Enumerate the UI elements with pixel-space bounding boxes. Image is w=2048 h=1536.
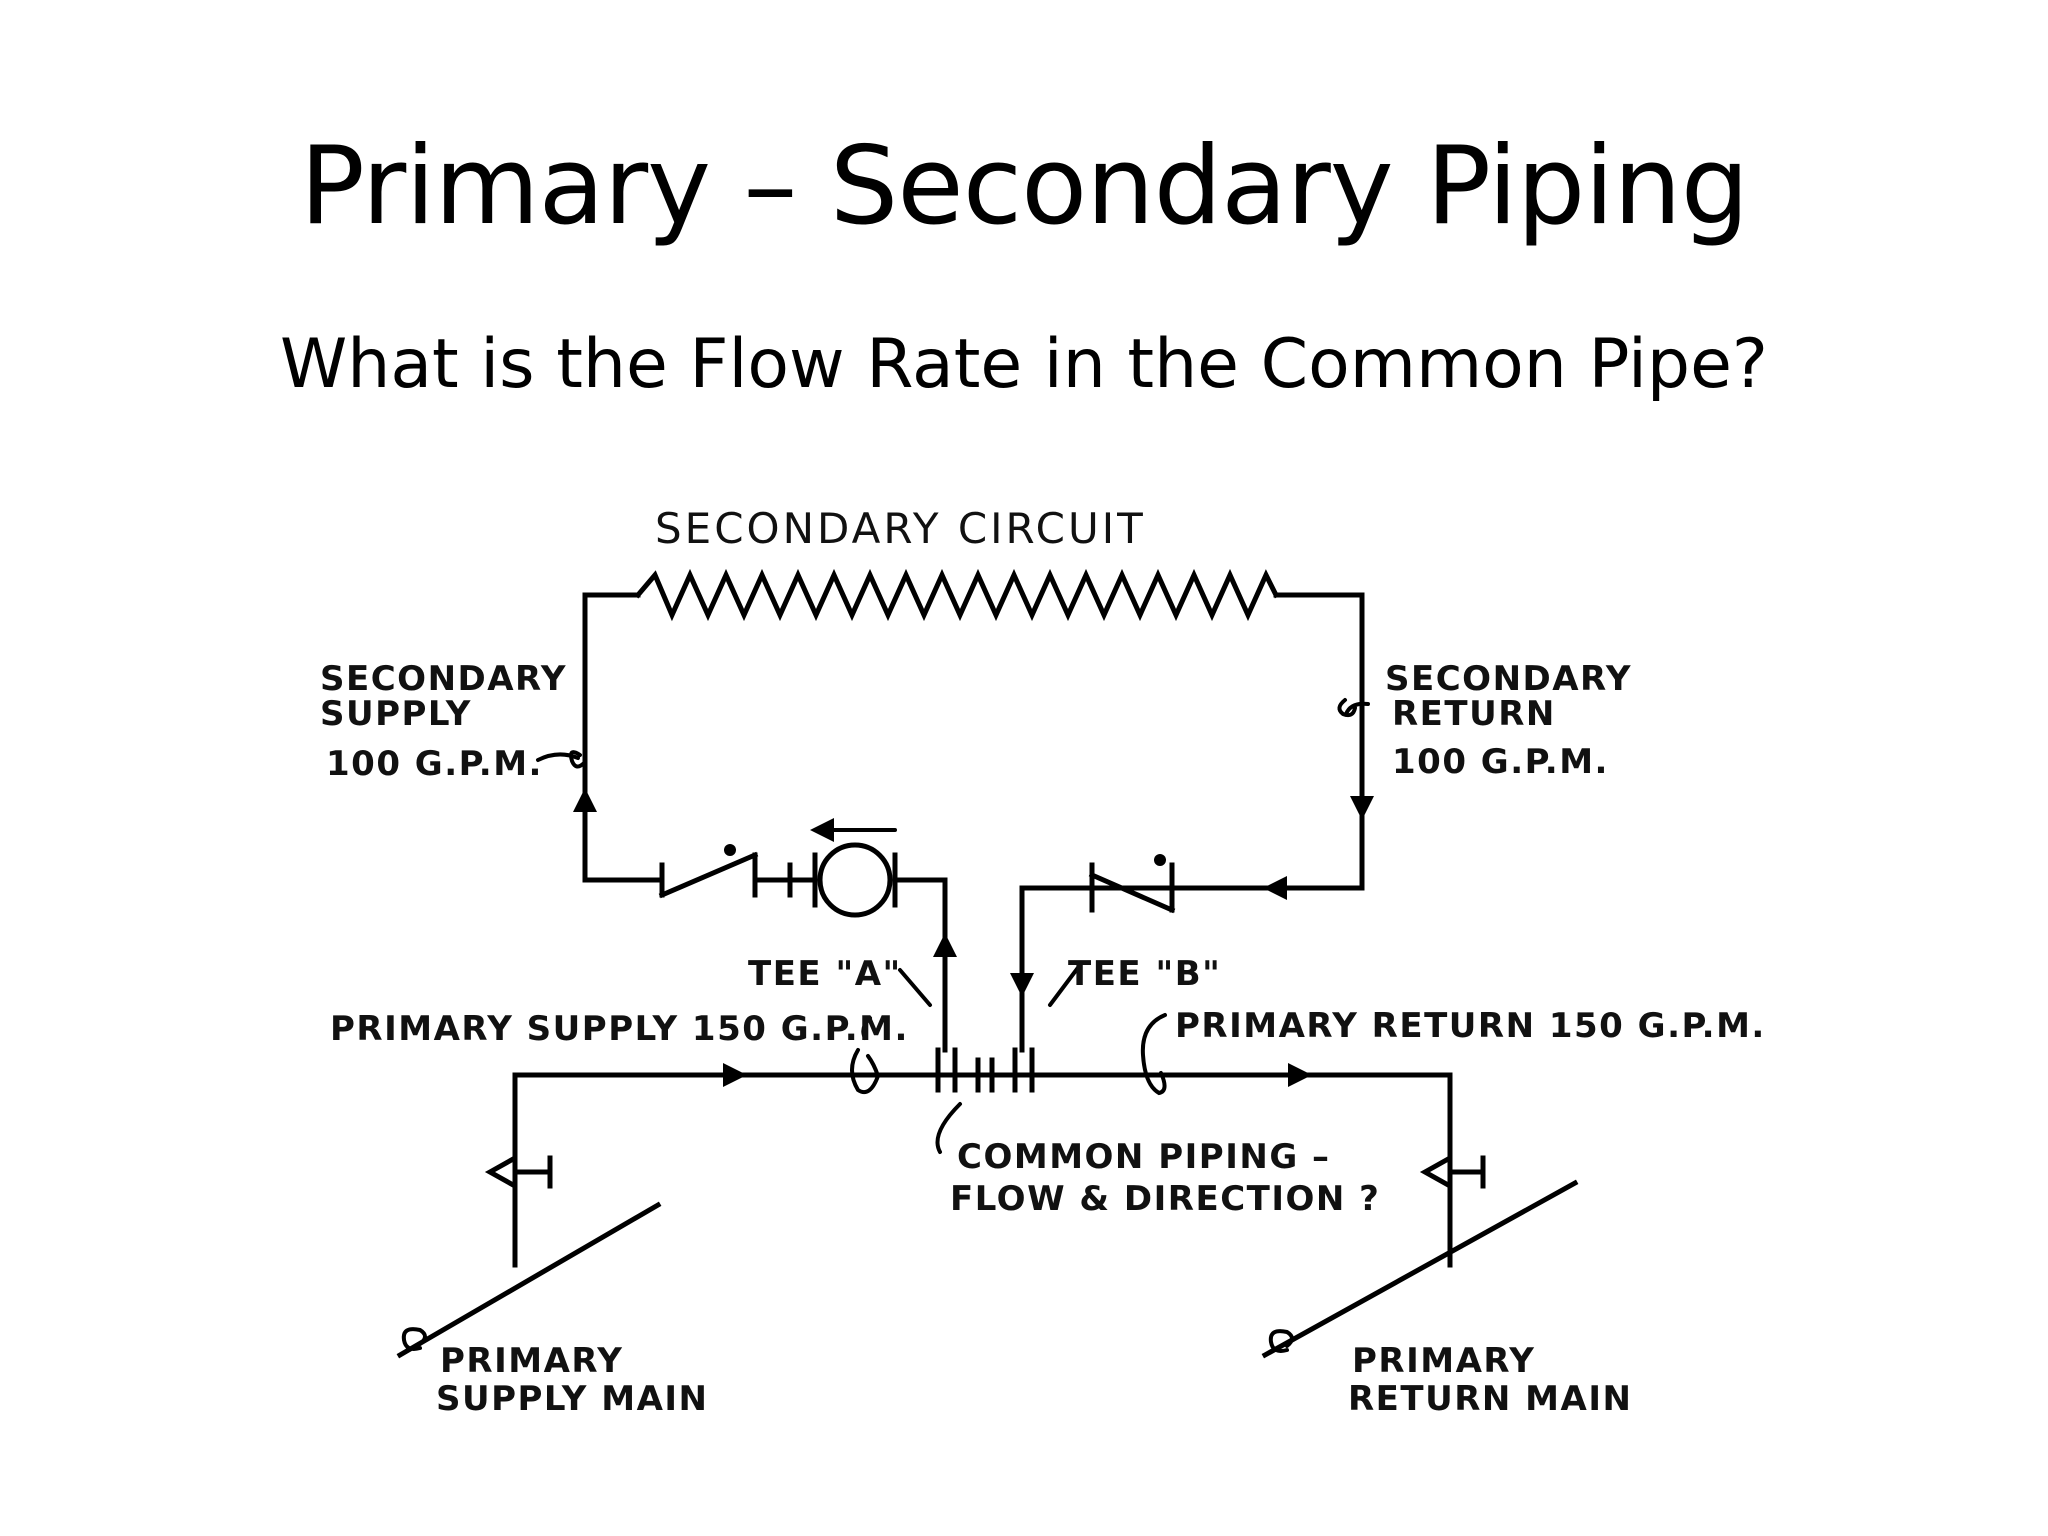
tee-b-label: TEE "B" bbox=[1068, 954, 1221, 994]
check-valve-left bbox=[658, 844, 793, 899]
primary-return-main-label-2: RETURN MAIN bbox=[1348, 1379, 1632, 1419]
primary-supply-label: PRIMARY SUPPLY 150 G.P.M. bbox=[330, 1009, 909, 1049]
secondary-supply-label-2: SUPPLY bbox=[320, 694, 472, 734]
pump-icon bbox=[787, 818, 948, 918]
valve-right-icon bbox=[1419, 1153, 1486, 1191]
secondary-top-left-pipe bbox=[582, 592, 641, 883]
leader-lines bbox=[401, 698, 1370, 1353]
check-valve-right bbox=[1088, 854, 1176, 914]
primary-supply-main-pipe bbox=[396, 1201, 662, 1359]
secondary-supply-label-1: SECONDARY bbox=[320, 659, 567, 699]
slide-title: Primary – Secondary Piping bbox=[299, 124, 1750, 249]
primary-return-main-label-1: PRIMARY bbox=[1352, 1341, 1535, 1381]
common-piping-label-2: FLOW & DIRECTION ? bbox=[950, 1179, 1380, 1219]
secondary-loop bbox=[582, 568, 1365, 1053]
heating-coil bbox=[634, 568, 1280, 622]
valve-left-icon bbox=[484, 1153, 553, 1191]
primary-return-label: PRIMARY RETURN 150 G.P.M. bbox=[1175, 1006, 1766, 1046]
secondary-circuit-label: SECONDARY CIRCUIT bbox=[655, 504, 1146, 553]
primary-return-main-pipe bbox=[1261, 1179, 1579, 1359]
secondary-return-label-3: 100 G.P.M. bbox=[1392, 742, 1609, 782]
primary-supply-main-label-2: SUPPLY MAIN bbox=[436, 1379, 709, 1419]
common-piping-label-1: COMMON PIPING – bbox=[957, 1137, 1331, 1177]
secondary-supply-label-3: 100 G.P.M. bbox=[326, 744, 543, 784]
secondary-return-label-1: SECONDARY bbox=[1385, 659, 1632, 699]
primary-supply-main-label-1: PRIMARY bbox=[440, 1341, 623, 1381]
slide-subtitle: What is the Flow Rate in the Common Pipe… bbox=[280, 325, 1768, 404]
secondary-return-label-2: RETURN bbox=[1392, 694, 1556, 734]
tee-a-label: TEE "A" bbox=[748, 954, 902, 994]
